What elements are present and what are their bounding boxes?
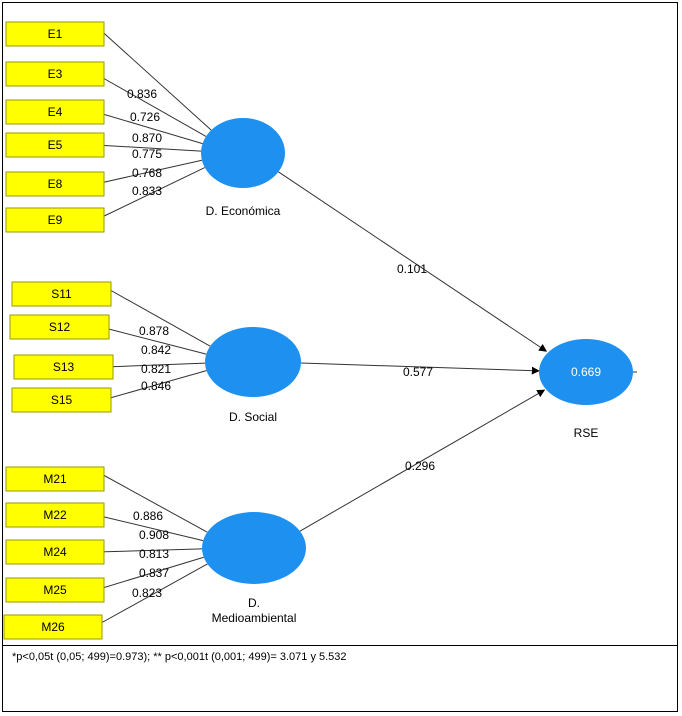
- outcome-label-rse: RSE: [574, 426, 599, 440]
- loading-arrow-m25: [95, 556, 204, 592]
- indicator-label-e8: E8: [48, 177, 63, 191]
- loading-arrow-s12: [100, 324, 207, 355]
- indicator-box-m25: [5, 577, 105, 603]
- indicator-label-s11: S11: [51, 287, 72, 301]
- path-arrow-med-rse: [299, 389, 546, 532]
- loading-value-m24: 0.813: [139, 547, 169, 561]
- loading-value-e8: 0.768: [132, 166, 162, 180]
- loading-value-e1: 0.836: [127, 87, 157, 101]
- loading-arrow-m26: [93, 563, 208, 628]
- indicator-box-s15: [11, 387, 112, 413]
- indicator-label-m26: M26: [41, 620, 65, 634]
- indicator-label-s15: S15: [51, 393, 73, 407]
- indicator-label-e9: E9: [48, 213, 63, 227]
- indicator-box-s13: [13, 354, 114, 380]
- loading-arrow-e1: [95, 25, 212, 131]
- path-coefficient-med: 0.296: [405, 459, 435, 473]
- indicator-label-s12: S12: [49, 320, 71, 334]
- indicator-box-s11: [11, 281, 112, 307]
- loading-value-s11: 0.878: [139, 324, 169, 338]
- loading-value-e9: 0.833: [132, 184, 162, 198]
- loading-arrow-m22: [95, 512, 204, 542]
- indicator-label-m22: M22: [43, 508, 67, 522]
- loading-value-m26: 0.823: [132, 586, 162, 600]
- indicator-label-e4: E4: [48, 105, 63, 119]
- indicator-label-e1: E1: [48, 27, 63, 41]
- indicator-box-m21: [5, 466, 105, 492]
- loading-arrow-s11: [102, 285, 211, 347]
- indicator-box-m26: [3, 614, 103, 640]
- latent-label-soc: D. Social: [229, 410, 277, 424]
- loading-arrow-s13: [104, 362, 206, 371]
- indicator-label-m24: M24: [43, 545, 67, 559]
- indicator-box-e3: [5, 61, 105, 87]
- loading-value-s15: 0.846: [141, 379, 171, 393]
- loading-arrow-e9: [95, 167, 205, 221]
- indicator-label-s13: S13: [53, 360, 75, 374]
- latent-label-med: D.: [248, 596, 260, 610]
- loading-arrow-m21: [95, 470, 208, 533]
- caption-box: [2, 645, 678, 712]
- indicator-box-m24: [5, 539, 105, 565]
- loading-arrow-e3: [95, 73, 207, 137]
- indicator-box-e8: [5, 171, 105, 197]
- indicator-box-e5: [5, 132, 105, 158]
- latent-label-med-1: Medioambiental: [212, 611, 297, 625]
- loading-value-m21: 0.886: [133, 509, 163, 523]
- latent-node-soc: [205, 327, 301, 397]
- path-coefficient-soc: 0.577: [403, 365, 433, 379]
- loading-arrow-e4: [95, 110, 203, 145]
- loading-arrow-m24: [95, 547, 203, 556]
- indicator-box-m22: [5, 502, 105, 528]
- indicator-label-m25: M25: [43, 583, 67, 597]
- latent-node-med: [202, 512, 306, 584]
- loading-value-s12: 0.842: [141, 343, 171, 357]
- loading-value-e4: 0.870: [132, 131, 162, 145]
- indicator-box-e9: [5, 207, 105, 233]
- loading-value-e5: 0.775: [132, 147, 162, 161]
- loading-value-m25: 0.837: [139, 566, 169, 580]
- indicator-box-s12: [9, 314, 110, 340]
- loading-value-e3: 0.726: [130, 110, 160, 124]
- path-coefficient-eco: 0.101: [397, 262, 427, 276]
- loading-arrow-s15: [102, 370, 207, 402]
- loading-arrow-e5: [95, 141, 202, 152]
- loading-value-m22: 0.908: [139, 528, 169, 542]
- indicator-box-e4: [5, 99, 105, 125]
- indicator-label-m21: M21: [43, 472, 67, 486]
- latent-label-eco: D. Económica: [206, 204, 281, 218]
- outcome-node-rse: [539, 339, 633, 405]
- path-arrow-soc-rse: [300, 362, 540, 375]
- significance-caption: *p<0,05t (0,05; 499)=0.973); ** p<0,001t…: [12, 651, 347, 663]
- path-arrow-eco-rse: [278, 171, 548, 352]
- loading-arrow-e8: [95, 159, 203, 187]
- latent-node-eco: [201, 118, 285, 188]
- indicator-label-e3: E3: [48, 67, 63, 81]
- r-squared-value: 0.669: [571, 365, 601, 379]
- indicator-box-e1: [5, 21, 105, 47]
- loading-value-s13: 0.821: [141, 362, 171, 376]
- indicator-label-e5: E5: [48, 138, 63, 152]
